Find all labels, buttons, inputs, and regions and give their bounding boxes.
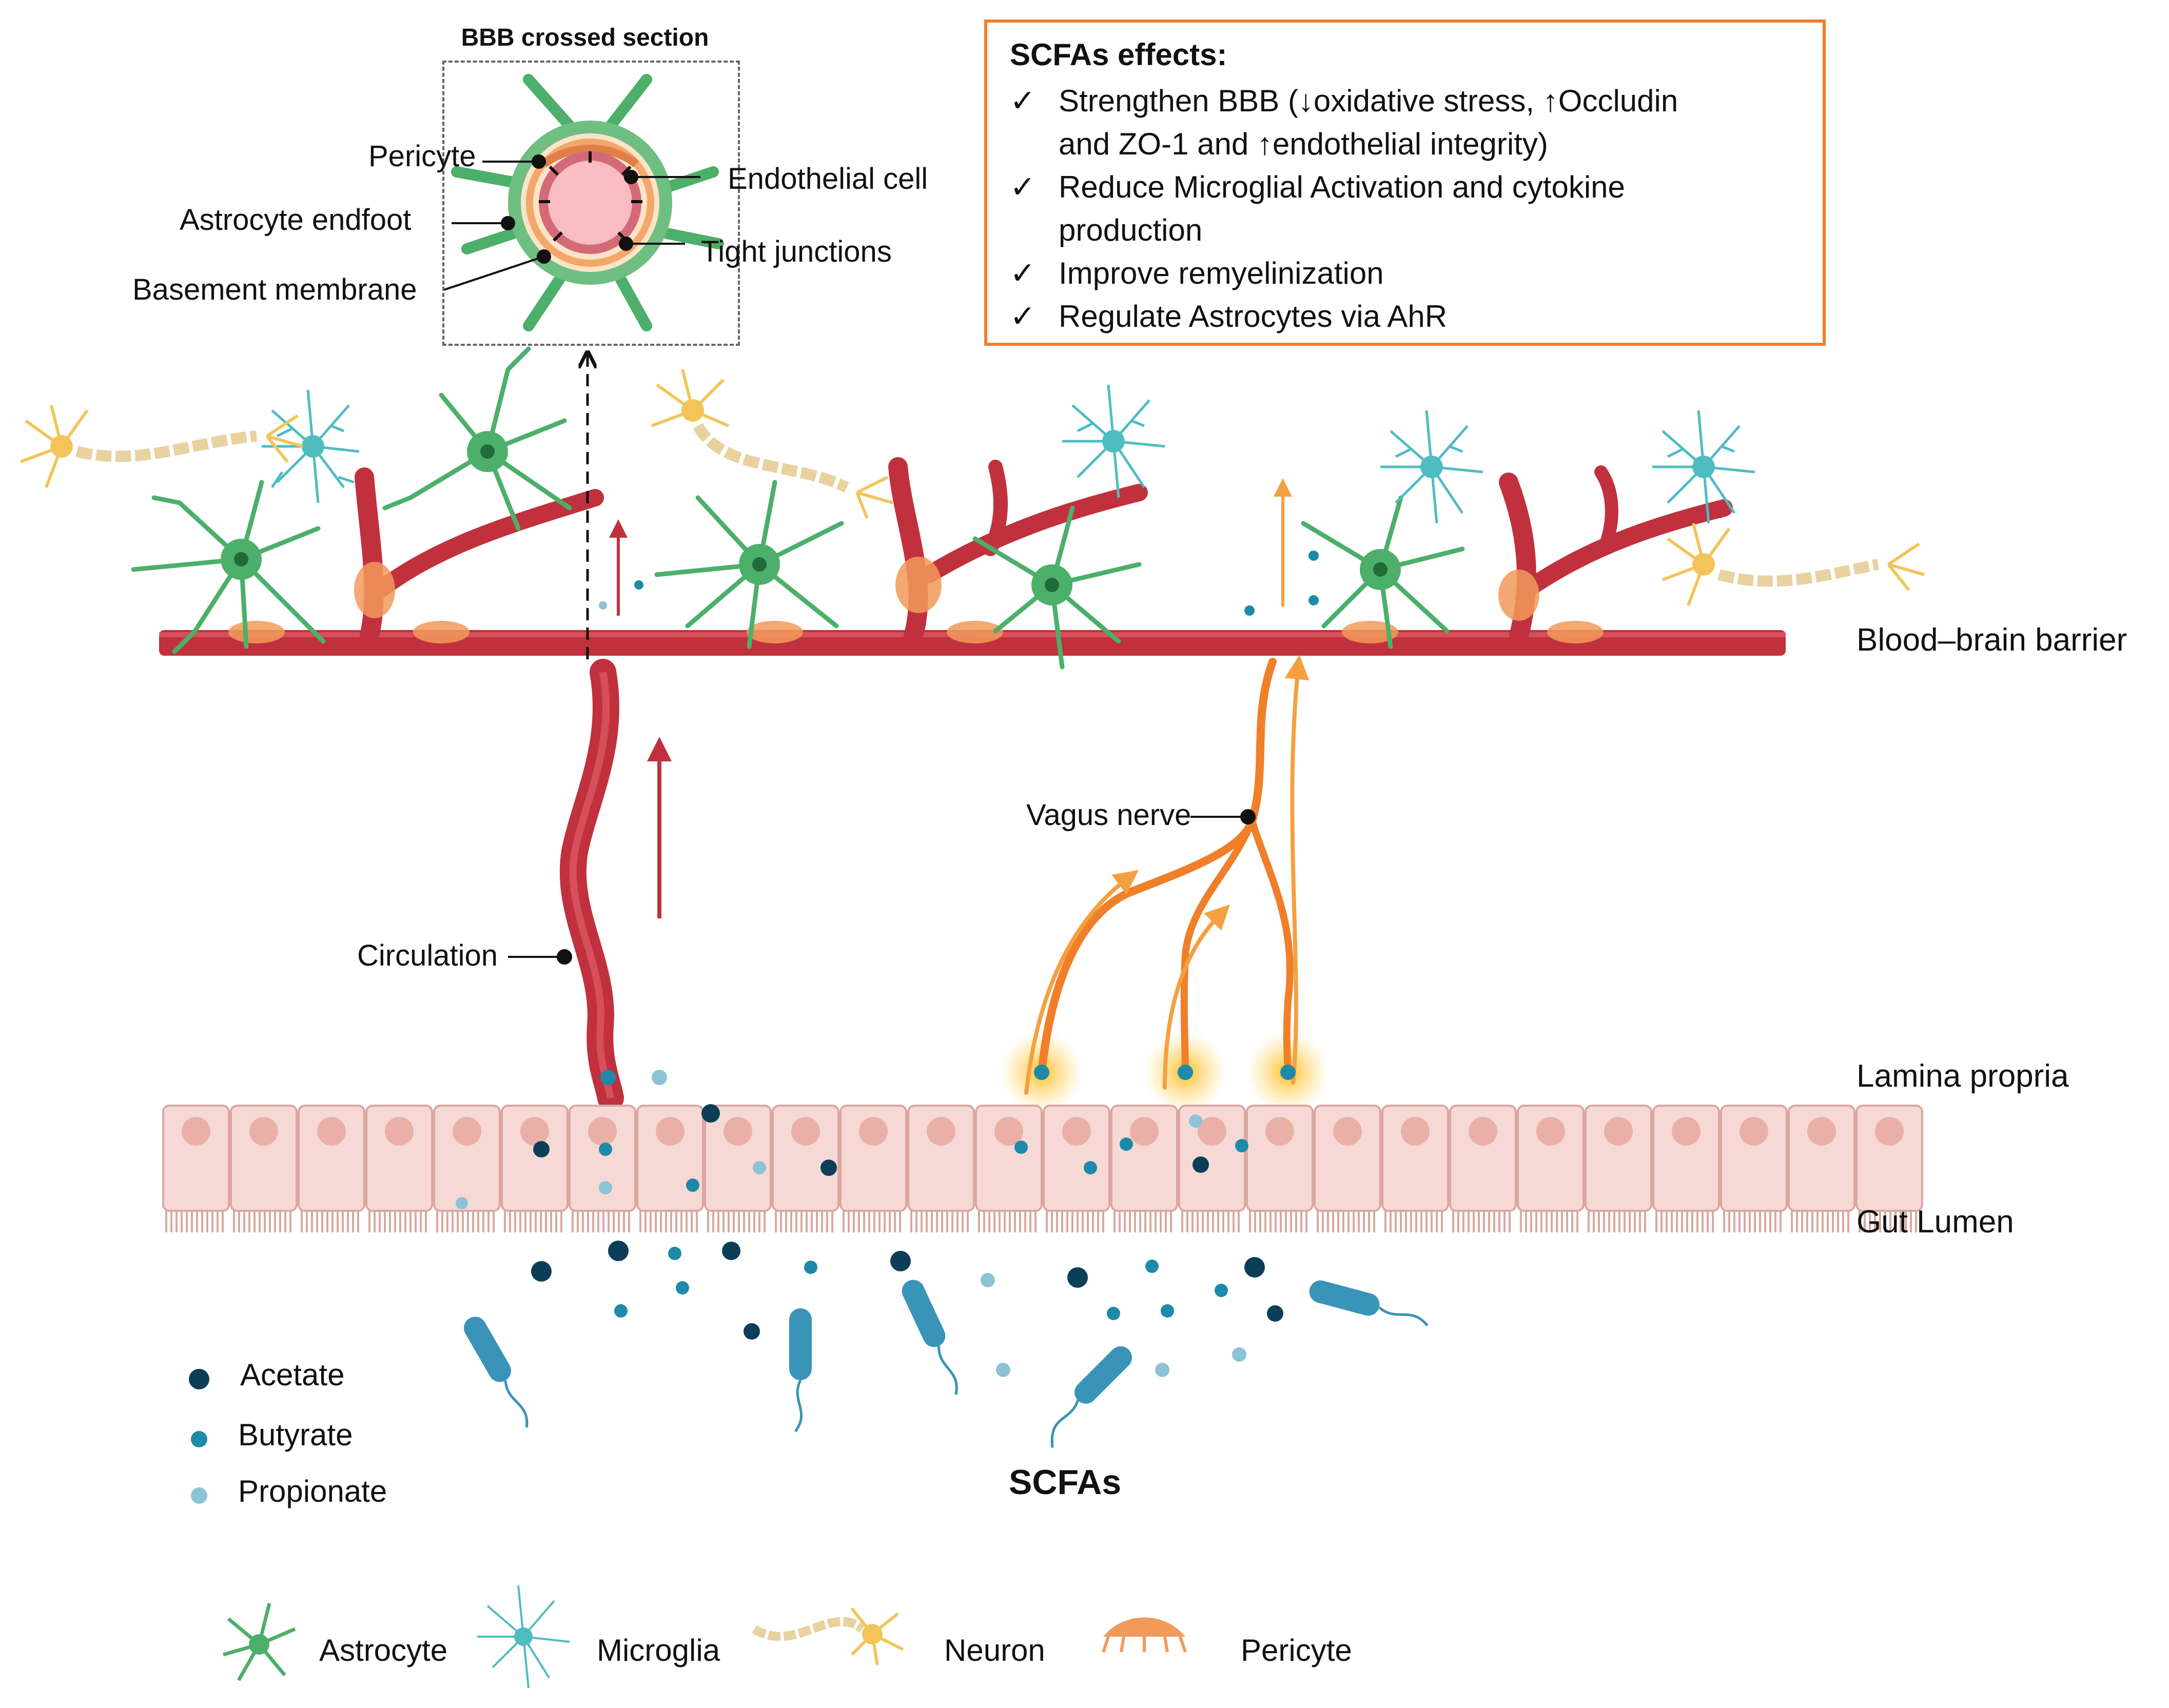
- cell-nucleus: [1469, 1117, 1497, 1146]
- microglia-legend-label: Microglia: [597, 1633, 720, 1667]
- gut-lumen-label: Gut Lumen: [1857, 1204, 2014, 1240]
- checkmark-icon: ✓: [1010, 256, 1036, 290]
- microglia-legend-icon: [477, 1585, 570, 1689]
- basement-membrane-callout-label: Basement membrane: [132, 273, 417, 306]
- gut-epithelium: [162, 1105, 1923, 1232]
- cell-nucleus: [927, 1117, 955, 1146]
- cell-nucleus: [317, 1117, 346, 1146]
- cell-nucleus: [1740, 1117, 1768, 1146]
- acetate-legend-dot: [189, 1369, 209, 1389]
- cell-nucleus: [1198, 1117, 1226, 1146]
- cell-nucleus: [182, 1117, 210, 1146]
- pathway-callouts: [508, 809, 1256, 965]
- circulation-label: Circulation: [357, 939, 498, 972]
- pericytes-on-vessel: [228, 557, 1604, 643]
- propionate-legend-label: Propionate: [238, 1474, 387, 1508]
- effect-text: Regulate Astrocytes via AhR: [1059, 299, 1448, 333]
- scfa-molecules: [456, 551, 1319, 1377]
- checkmark-icon: ✓: [1010, 299, 1036, 333]
- pericyte-callout-label: Pericyte: [368, 140, 476, 173]
- cell-nucleus: [1672, 1117, 1701, 1146]
- cell-nucleus: [656, 1117, 685, 1146]
- checkmark-icon: ✓: [1010, 84, 1036, 118]
- effect-item: ✓ Improve remyelinization: [1010, 252, 1800, 295]
- tight-junctions-callout-label: Tight junctions: [701, 235, 892, 268]
- cell-nucleus: [1401, 1117, 1430, 1146]
- astrocytes: [131, 346, 1465, 670]
- bbb-cross-section-art: [443, 74, 724, 331]
- cell-nucleus: [1265, 1117, 1294, 1146]
- vagus-nerve-label: Vagus nerve: [1026, 798, 1191, 832]
- bbb-section-frame: [442, 61, 740, 346]
- astrocyte-legend-icon: [223, 1603, 296, 1681]
- neuron-legend-icon: [752, 1607, 904, 1665]
- effect-item: ✓ Regulate Astrocytes via AhR: [1010, 295, 1800, 338]
- cell-nucleus: [588, 1117, 617, 1146]
- effect-text: Strengthen BBB (↓oxidative stress, ↑Occl…: [1059, 84, 1678, 161]
- endothelial-cell-callout-label: Endothelial cell: [728, 162, 928, 195]
- acetate-legend-label: Acetate: [240, 1358, 345, 1392]
- cell-nucleus: [1604, 1117, 1633, 1146]
- butyrate-legend-label: Butyrate: [238, 1418, 353, 1452]
- astrocyte-legend-label: Astrocyte: [319, 1633, 448, 1667]
- cell-nucleus: [249, 1117, 278, 1146]
- scfa-effects-box: SCFAs effects: ✓ Strengthen BBB (↓oxidat…: [984, 19, 1826, 346]
- effects-title: SCFAs effects:: [1010, 37, 1227, 72]
- cell-legend-icons: [223, 1585, 1187, 1689]
- astrocyte-endfoot-callout-label: Astrocyte endfoot: [180, 203, 412, 237]
- cell-nucleus: [859, 1117, 888, 1146]
- scfas-label: SCFAs: [1009, 1463, 1122, 1502]
- checkmark-icon: ✓: [1010, 170, 1036, 204]
- cell-nucleus: [1333, 1117, 1362, 1146]
- butyrate-legend-dot: [191, 1431, 207, 1447]
- scfa-legend-icons: [189, 1369, 209, 1504]
- cell-nucleus: [1807, 1117, 1836, 1146]
- cell-nucleus: [1130, 1117, 1159, 1146]
- cell-nucleus: [1062, 1117, 1091, 1146]
- cell-nucleus: [1875, 1117, 1904, 1146]
- propionate-legend-dot: [191, 1487, 207, 1504]
- circulation-vessel: [559, 519, 672, 1111]
- effect-item: ✓ Strengthen BBB (↓oxidative stress, ↑Oc…: [1010, 80, 1800, 166]
- bbb-layer-label: Blood–brain barrier: [1857, 622, 2127, 658]
- cell-nucleus: [385, 1117, 414, 1146]
- effect-text: Improve remyelinization: [1059, 256, 1384, 290]
- neurons: [19, 369, 1925, 606]
- cell-nucleus: [724, 1117, 752, 1146]
- cell-nucleus: [1536, 1117, 1565, 1146]
- effect-item: ✓ Reduce Microglial Activation and cytok…: [1010, 166, 1800, 252]
- pericyte-legend-icon: [1102, 1617, 1187, 1653]
- cell-nucleus: [994, 1117, 1023, 1146]
- cell-nucleus: [520, 1117, 549, 1146]
- lamina-propria-label: Lamina propria: [1857, 1058, 2069, 1094]
- bbb-section-title: BBB crossed section: [461, 24, 709, 51]
- neuron-legend-label: Neuron: [944, 1633, 1045, 1667]
- pericyte-legend-label: Pericyte: [1241, 1633, 1352, 1667]
- cell-nucleus: [453, 1117, 481, 1146]
- microglia: [262, 384, 1755, 524]
- cell-nucleus: [791, 1117, 820, 1146]
- bacteria: [464, 1280, 1429, 1448]
- effect-text: Reduce Microglial Activation and cytokin…: [1059, 170, 1625, 247]
